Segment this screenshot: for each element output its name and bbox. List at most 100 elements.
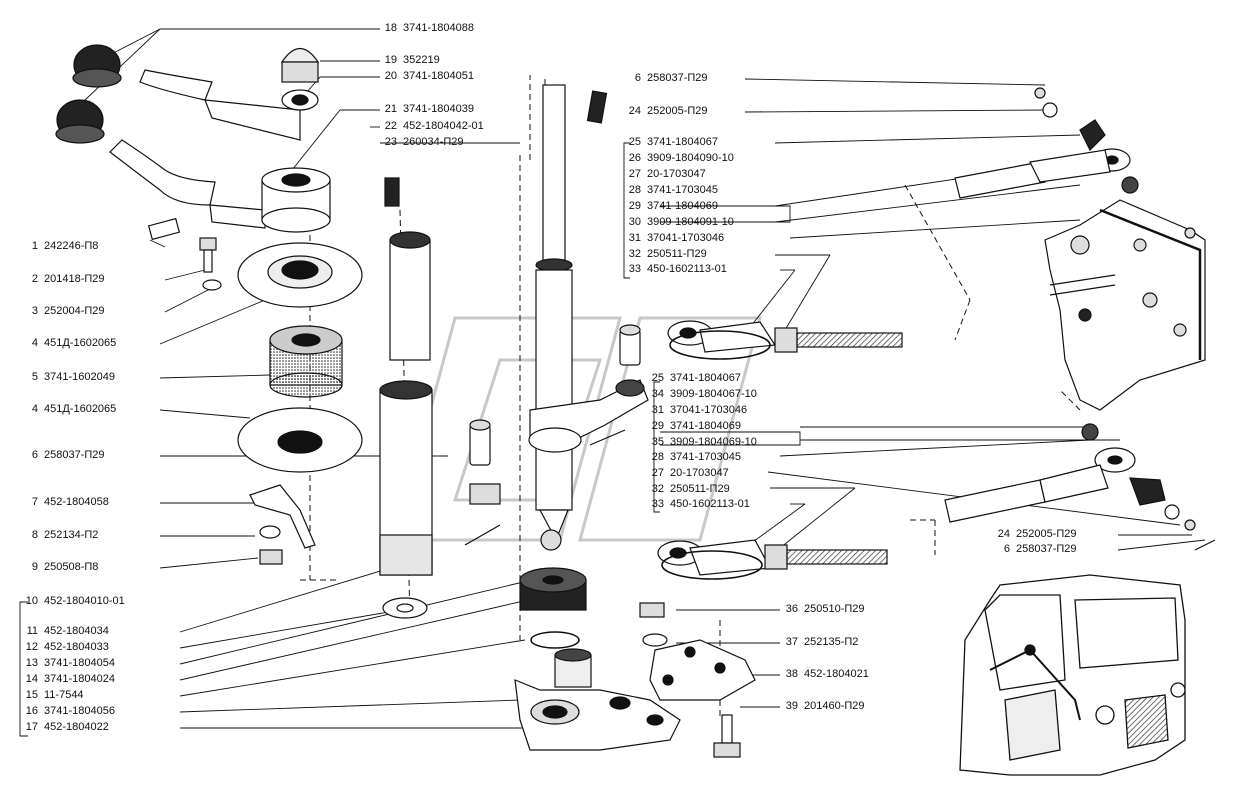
callout-number: 30 (628, 216, 641, 228)
callout-number: 5 (31, 371, 38, 383)
lever-23 (528, 379, 649, 453)
callout-number: 6 (634, 72, 641, 84)
callout-number: 28 (651, 451, 664, 463)
bushing-14 (554, 648, 592, 688)
callout-number: 37 (785, 636, 798, 648)
part-number: 452-1804058 (44, 496, 109, 508)
bolt-39 (713, 714, 741, 758)
callout-number: 4 (31, 337, 38, 349)
tube-lower-11 (379, 380, 433, 576)
callout-label: 8 252134-П2 (22, 529, 99, 542)
callout-number: 1 (31, 240, 38, 252)
part-number: 252134-П2 (44, 529, 99, 541)
callout-number: 34 (651, 388, 664, 400)
part-number: 20-1703047 (647, 168, 706, 180)
part-number: 11-7544 (44, 689, 84, 701)
callout-number: 32 (651, 483, 664, 495)
callout-number: 17 (25, 721, 38, 733)
part-number: 3741-1804024 (44, 673, 115, 685)
washer-8 (259, 525, 281, 539)
pedal-bracket (1044, 199, 1206, 411)
nut-36 (639, 602, 665, 618)
part-number: 3741-1602049 (44, 371, 115, 383)
callout-number: 32 (628, 248, 641, 260)
lower-link-rod (944, 423, 1216, 551)
callout-label: 32 250511-П29 (625, 248, 707, 261)
part-number: 452-1804033 (44, 641, 109, 653)
callout-number: 31 (651, 404, 664, 416)
set-screw-1 (147, 217, 181, 241)
part-number: 352219 (403, 54, 440, 66)
part-number: 452-1804034 (44, 625, 109, 637)
callout-number: 22 (384, 120, 397, 132)
part-number: 201418-П29 (44, 273, 105, 285)
washer-3 (202, 279, 222, 291)
callout-number: 28 (628, 184, 641, 196)
part-number: 3741-1804051 (403, 70, 474, 82)
part-number: 450-1602113-01 (670, 498, 750, 510)
part-number: 242246-П8 (44, 240, 99, 252)
callout-number: 15 (25, 689, 38, 701)
rod-end-lower (657, 539, 888, 580)
part-number: 258037-П29 (647, 72, 708, 84)
callout-number: 24 (997, 528, 1010, 540)
part-number: 3741-1703045 (647, 184, 718, 196)
callout-number: 18 (384, 22, 397, 34)
callout-number: 8 (31, 529, 38, 541)
part-number: 452-1804042-01 (403, 120, 484, 132)
callout-label: 6 258037-П29 (625, 72, 708, 85)
part-number: 258037-П29 (44, 449, 105, 461)
callout-label: 15 11-7544 (22, 689, 84, 702)
part-number: 250510-П29 (804, 603, 865, 615)
callout-number: 4 (31, 403, 38, 415)
plate-38 (649, 639, 756, 701)
part-number: 3741-1703045 (670, 451, 741, 463)
ring-15 (530, 631, 580, 649)
part-number: 252004-П29 (44, 305, 105, 317)
part-number: 3909-1804090-10 (647, 152, 734, 164)
bushing-5 (269, 325, 343, 398)
callout-number: 19 (384, 54, 397, 66)
callout-number: 38 (785, 668, 798, 680)
shaft-22 (535, 84, 573, 551)
part-number: 250511-П29 (647, 248, 707, 260)
callout-number: 33 (628, 263, 641, 275)
callout-number: 31 (628, 232, 641, 244)
callout-number: 39 (785, 700, 798, 712)
pins (464, 324, 641, 546)
part-number: 37041-1703046 (647, 232, 725, 244)
ball-pin-20 (281, 89, 319, 111)
callout-number: 21 (384, 103, 397, 115)
callout-number: 11 (26, 625, 38, 637)
ball-pin-links (109, 69, 301, 229)
part-number: 451Д-1602065 (44, 403, 117, 415)
lower-bracket-17 (514, 679, 681, 751)
bolt-2 (199, 237, 217, 273)
callout-number: 29 (651, 420, 664, 432)
